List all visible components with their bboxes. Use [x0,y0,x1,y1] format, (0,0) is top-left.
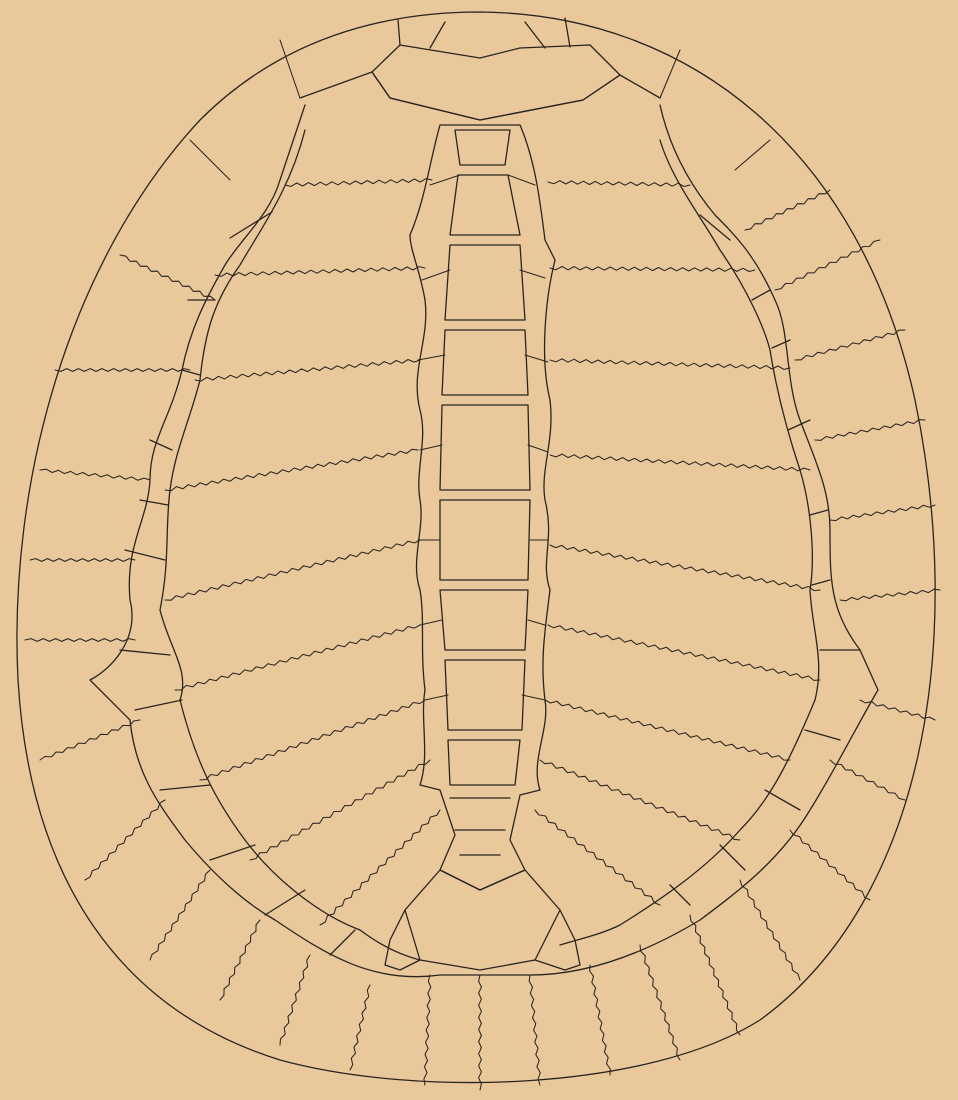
neural-column [410,125,555,890]
marginal-suture [40,469,150,480]
marginal-suture [55,369,190,372]
costal-suture [550,454,810,471]
marginal-suture [25,639,135,642]
costal-suture [165,540,420,600]
marginal-suture [280,955,310,1045]
costal-suture [540,760,740,840]
marginal-suture [830,505,935,521]
marginal-suture [85,800,165,880]
costal-sutures [165,179,820,925]
marginal-suture [860,700,935,720]
costal-suture [545,700,790,760]
costal-suture [548,181,690,187]
nuchal-region [190,18,770,180]
costal-suture [550,545,820,591]
costal-suture [285,179,432,187]
marginal-suture [795,330,905,360]
marginal-suture [745,190,830,230]
marginal-suture [740,880,800,980]
marginal-suture [640,945,680,1060]
costal-suture [200,700,425,780]
costal-suture [165,449,418,490]
inner-rim-left [115,105,420,990]
marginal-sutures [25,190,940,1090]
costal-suture [195,360,420,382]
marginal-suture [775,240,880,290]
marginal-suture [424,975,431,1085]
marginal-suture [30,559,135,562]
costal-suture [175,625,420,690]
marginal-suture [479,975,482,1090]
costal-suture [548,625,820,680]
marginal-suture [830,760,905,800]
shell-outline [17,12,935,1083]
costal-suture [320,810,440,925]
marginal-suture [840,589,940,601]
marginal-suture [350,985,370,1070]
marginal-suture [590,965,611,1075]
marginal-suture [40,720,140,760]
marginal-suture [529,975,540,1085]
marginal-suture [120,255,215,300]
costal-suture [215,267,425,277]
marginal-suture [815,420,925,441]
costal-suture [535,810,660,905]
marginal-suture [220,920,260,1000]
costal-suture [550,267,755,272]
inner-shell-outline [90,105,878,977]
marginal-suture [690,915,740,1035]
marginal-suture [150,870,210,960]
costal-suture [550,359,790,370]
marginal-suture [790,830,870,900]
pygal-region [385,870,580,970]
